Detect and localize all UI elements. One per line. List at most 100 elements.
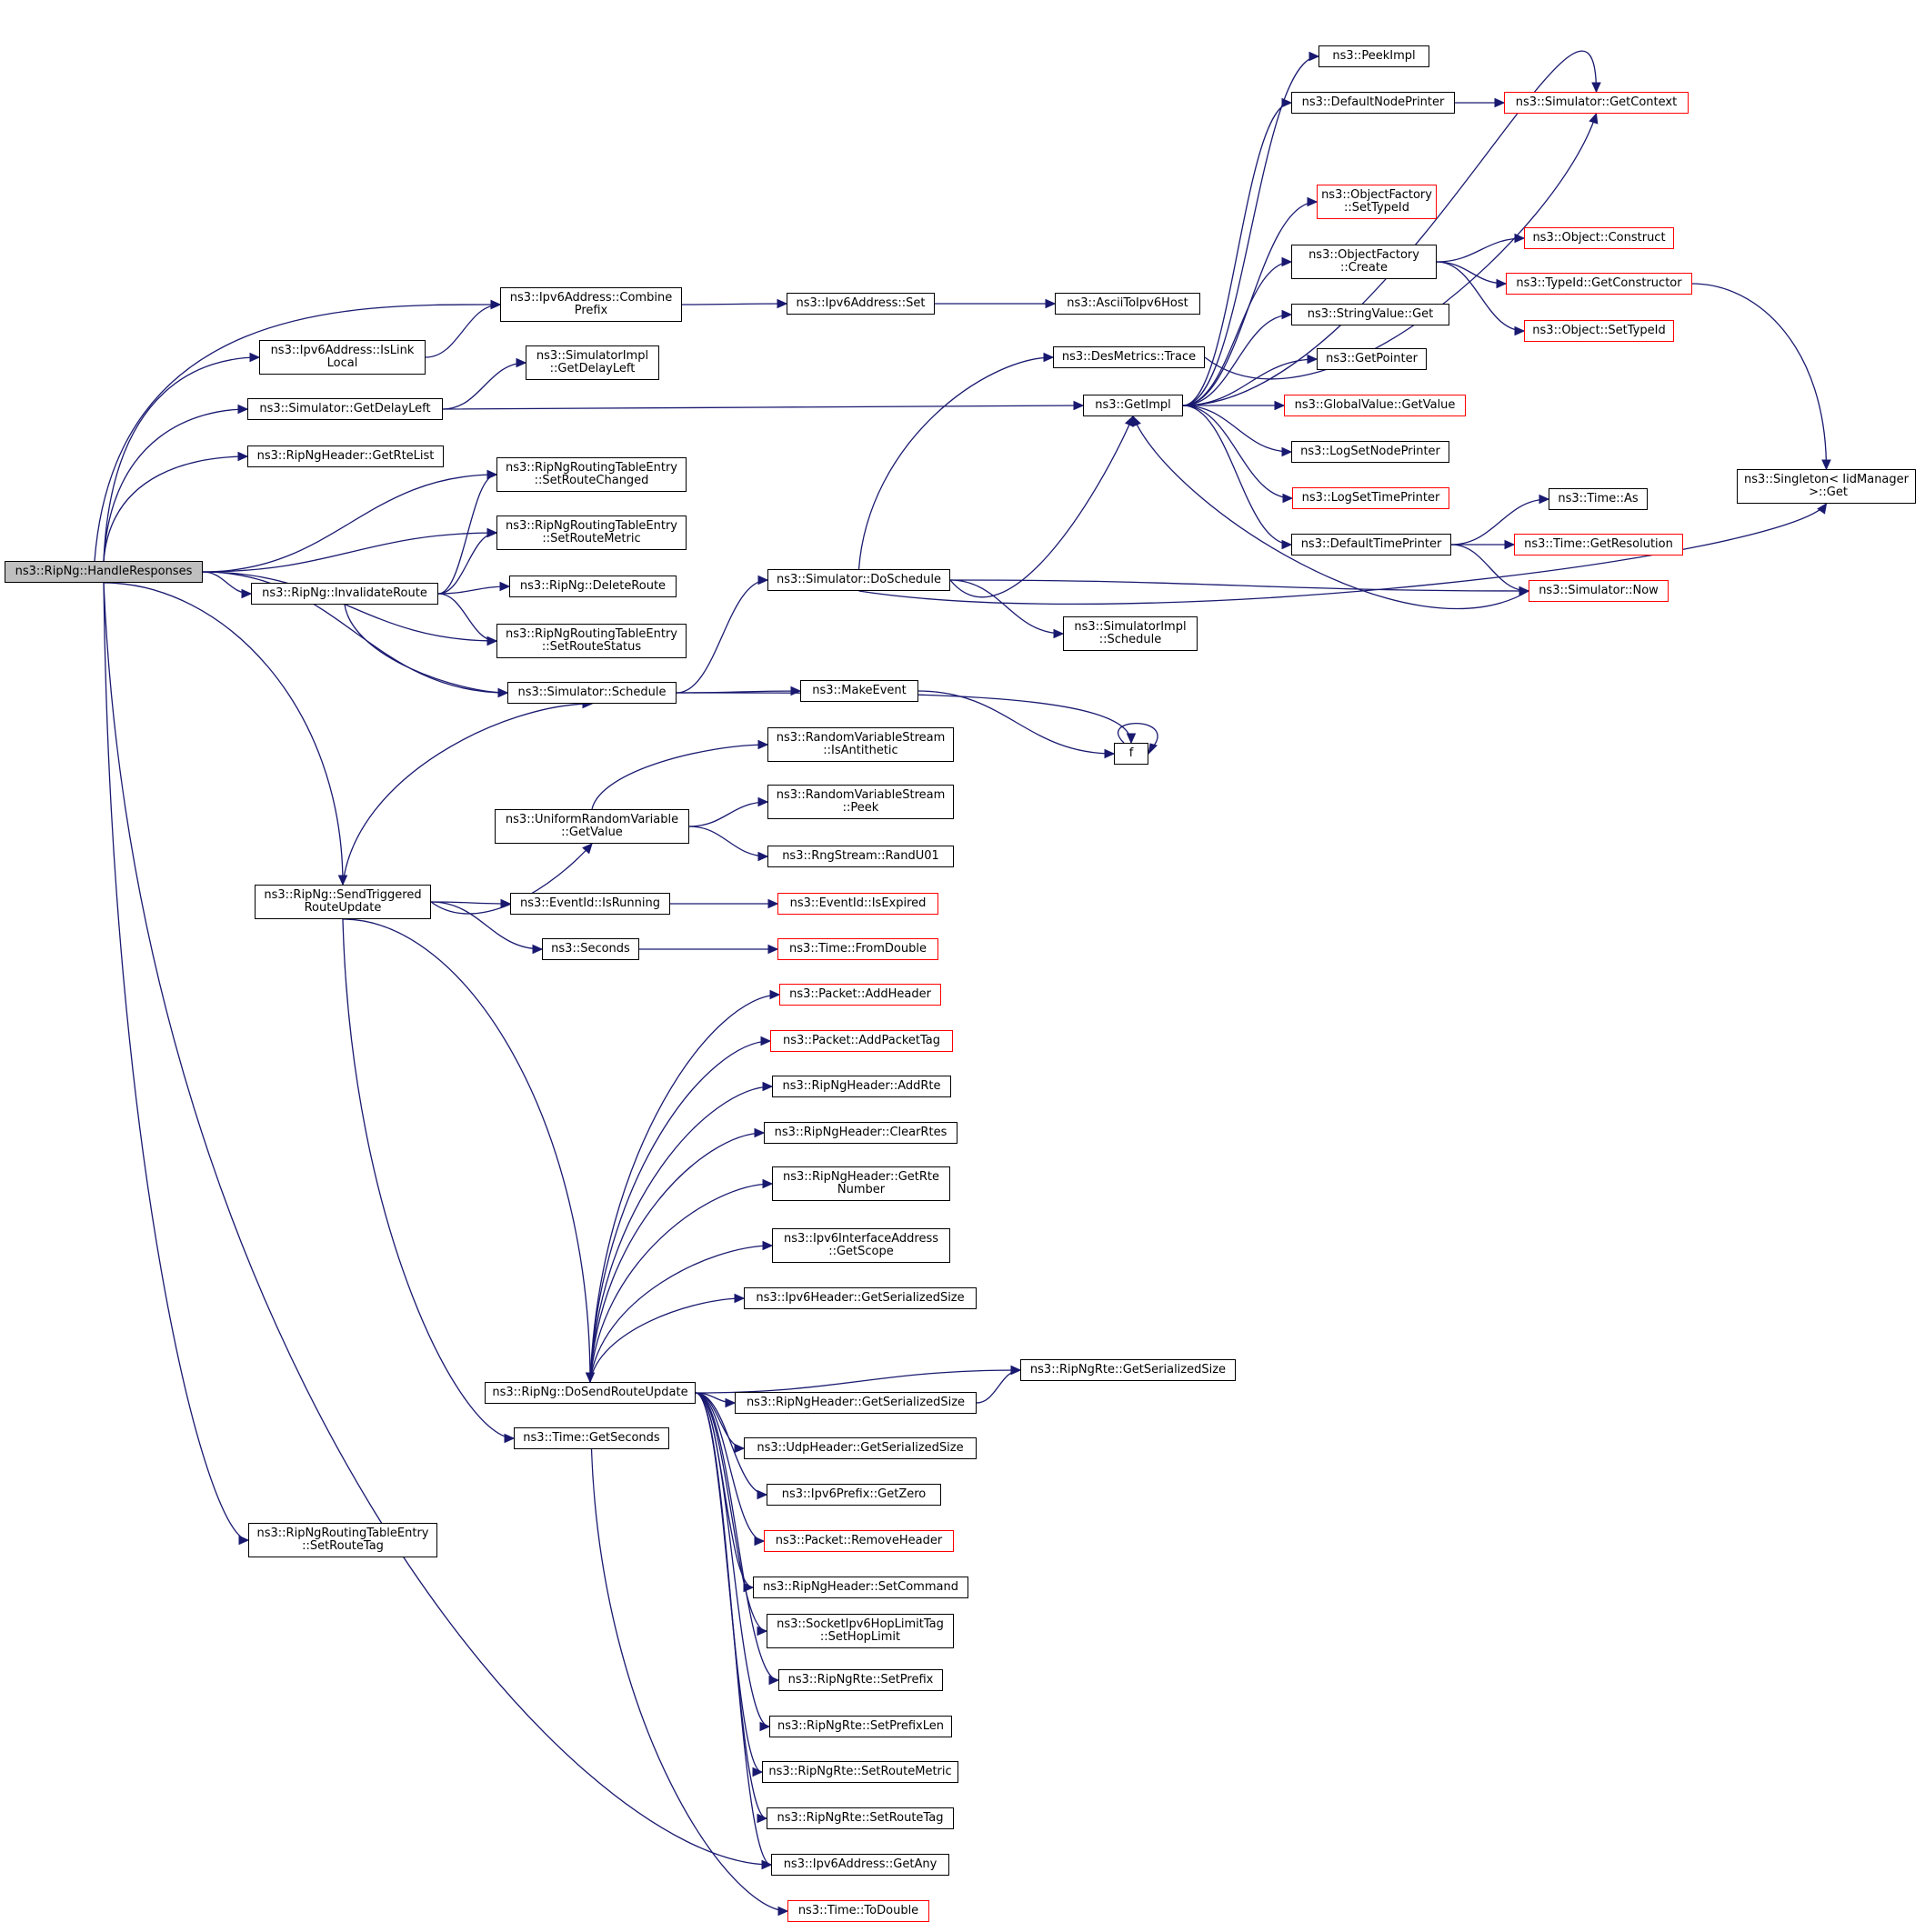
edge-DoSendRouteUpdate-GetRteNumber (589, 1183, 773, 1383)
node-string-value-get[interactable]: ns3::StringValue::Get (1291, 304, 1449, 325)
node-obj-factory-create[interactable]: ns3::ObjectFactory ::Create (1291, 245, 1437, 279)
arrowhead-DoSendRouteUpdate-AddRte (762, 1081, 774, 1092)
node-schedule[interactable]: ns3::Simulator::Schedule (507, 682, 677, 704)
node-default-node-printer[interactable]: ns3::DefaultNodePrinter (1291, 92, 1455, 114)
node-add-header[interactable]: ns3::Packet::AddHeader (779, 984, 941, 1006)
node-do-schedule[interactable]: ns3::Simulator::DoSchedule (767, 569, 950, 591)
node-singleton-get[interactable]: ns3::Singleton< IidManager >::Get (1737, 469, 1916, 504)
edge-HandleResponses-CombinePrefix (94, 304, 501, 562)
node-peek[interactable]: ns3::RandomVariableStream ::Peek (767, 785, 954, 819)
node-event-is-running[interactable]: ns3::EventId::IsRunning (510, 893, 670, 915)
node-set-route-changed[interactable]: ns3::RipNgRoutingTableEntry ::SetRouteCh… (496, 457, 687, 492)
node-sim-impl-schedule[interactable]: ns3::SimulatorImpl ::Schedule (1063, 616, 1198, 651)
arrowhead-DoSendRouteUpdate-AddPacketTag (760, 1036, 772, 1046)
edge-SendTriggered-TimeGetSeconds (342, 918, 515, 1439)
node-set-route-status[interactable]: ns3::RipNgRoutingTableEntry ::SetRouteSt… (496, 624, 687, 658)
node-get-scope[interactable]: ns3::Ipv6InterfaceAddress ::GetScope (772, 1228, 950, 1263)
edge-HandleResponses-GetDelayLeft (103, 408, 248, 562)
node-get-pointer[interactable]: ns3::GetPointer (1317, 348, 1427, 370)
node-simulator-now[interactable]: ns3::Simulator::Now (1529, 580, 1669, 602)
edge-SendTriggered-DoSendRouteUpdate (342, 918, 591, 1383)
node-default-time-printer[interactable]: ns3::DefaultTimePrinter (1291, 534, 1451, 556)
node-ascii-to-ipv6-host[interactable]: ns3::AsciiToIpv6Host (1055, 293, 1200, 315)
node-get-zero[interactable]: ns3::Ipv6Prefix::GetZero (767, 1484, 941, 1506)
node-time-as[interactable]: ns3::Time::As (1549, 488, 1648, 510)
node-log-set-time-printer[interactable]: ns3::LogSetTimePrinter (1292, 487, 1449, 509)
node-do-send-route-update[interactable]: ns3::RipNg::DoSendRouteUpdate (485, 1382, 696, 1404)
arrowhead-DoSendRouteUpdate-SetPrefixLen (759, 1721, 771, 1732)
node-rte-size[interactable]: ns3::RipNgRte::GetSerializedSize (1020, 1359, 1236, 1381)
node-from-double[interactable]: ns3::Time::FromDouble (777, 938, 938, 960)
node-add-rte[interactable]: ns3::RipNgHeader::AddRte (772, 1076, 951, 1097)
node-rte-set-route-metric[interactable]: ns3::RipNgRte::SetRouteMetric (762, 1761, 958, 1783)
node-set-prefix-len[interactable]: ns3::RipNgRte::SetPrefixLen (769, 1716, 952, 1737)
edge-HandleResponses-GetRteList (103, 455, 248, 562)
arrowhead-GetImpl-ObjFactorySetTypeId (1307, 196, 1318, 207)
node-combine-prefix[interactable]: ns3::Ipv6Address::Combine Prefix (500, 287, 682, 322)
arrowhead-DoSendRouteUpdate-RemoveHeader (754, 1536, 766, 1547)
node-set-prefix[interactable]: ns3::RipNgRte::SetPrefix (778, 1669, 943, 1691)
node-clear-rtes[interactable]: ns3::RipNgHeader::ClearRtes (764, 1122, 957, 1144)
arrowhead-DefaultNodePrinter-GetContext (1494, 97, 1506, 108)
node-set-route-tag[interactable]: ns3::RipNgRoutingTableEntry ::SetRouteTa… (248, 1523, 437, 1557)
arrowhead-DesMetricsTrace-GetContext (1589, 112, 1599, 125)
node-log-set-node-printer[interactable]: ns3::LogSetNodePrinter (1291, 441, 1449, 463)
node-object-set-type-id[interactable]: ns3::Object::SetTypeId (1524, 320, 1674, 342)
node-get-any[interactable]: ns3::Ipv6Address::GetAny (771, 1854, 949, 1876)
node-set-command[interactable]: ns3::RipNgHeader::SetCommand (753, 1577, 968, 1598)
node-get-rte-list[interactable]: ns3::RipNgHeader::GetRteList (247, 445, 444, 467)
node-set-route-metric[interactable]: ns3::RipNgRoutingTableEntry ::SetRouteMe… (496, 516, 687, 550)
node-des-metrics-trace[interactable]: ns3::DesMetrics::Trace (1053, 346, 1205, 368)
arrowhead-MakeEvent-f (1104, 748, 1116, 759)
node-get-rte-number[interactable]: ns3::RipNgHeader::GetRte Number (772, 1166, 950, 1201)
node-get-delay-left[interactable]: ns3::Simulator::GetDelayLeft (247, 398, 443, 420)
node-to-double[interactable]: ns3::Time::ToDouble (787, 1900, 929, 1922)
node-time-get-seconds[interactable]: ns3::Time::GetSeconds (514, 1427, 669, 1449)
node-uniform-get-value[interactable]: ns3::UniformRandomVariable ::GetValue (495, 809, 689, 844)
node-type-id-get-constructor[interactable]: ns3::TypeId::GetConstructor (1506, 273, 1692, 295)
node-ipv6-hdr-size[interactable]: ns3::Ipv6Header::GetSerializedSize (744, 1287, 977, 1309)
node-rand-u01[interactable]: ns3::RngStream::RandU01 (767, 846, 954, 867)
node-invalidate-route[interactable]: ns3::RipNg::InvalidateRoute (251, 583, 438, 605)
arrowhead-DoSchedule-SimImplSchedule (1053, 628, 1065, 639)
arrowhead-GetImpl-ObjFactoryCreate (1281, 256, 1293, 267)
arrowhead-IsLinkLocal-CombinePrefix (490, 299, 502, 310)
node-make-event[interactable]: ns3::MakeEvent (800, 680, 918, 702)
node-is-link-local[interactable]: ns3::Ipv6Address::IsLink Local (259, 340, 426, 375)
node-rte-set-route-tag[interactable]: ns3::RipNgRte::SetRouteTag (767, 1807, 954, 1829)
node-is-antithetic[interactable]: ns3::RandomVariableStream ::IsAntithetic (767, 727, 954, 762)
node-ipv6-set[interactable]: ns3::Ipv6Address::Set (787, 293, 935, 315)
node-seconds[interactable]: ns3::Seconds (542, 938, 639, 960)
edge-DoSendRouteUpdate-SetPrefix (695, 1392, 779, 1681)
edge-GetImpl-StringValueGet (1182, 314, 1292, 406)
node-sim-impl-get-delay-left[interactable]: ns3::SimulatorImpl ::GetDelayLeft (526, 345, 659, 380)
node-udp-hdr-size[interactable]: ns3::UdpHeader::GetSerializedSize (744, 1437, 977, 1459)
node-remove-header[interactable]: ns3::Packet::RemoveHeader (764, 1530, 954, 1552)
node-get-context[interactable]: ns3::Simulator::GetContext (1504, 92, 1689, 114)
arrowhead-ObjFactoryCreate-TypeIdGetConstructor (1496, 278, 1508, 289)
edge-GetImpl-GetContext (1182, 50, 1598, 406)
node-delete-route[interactable]: ns3::RipNg::DeleteRoute (509, 576, 677, 597)
arrowhead-GetImpl-DefaultTimePrinter (1281, 539, 1293, 550)
edge-SimulatorNow-GetImpl (1132, 415, 1529, 610)
node-get-impl[interactable]: ns3::GetImpl (1083, 395, 1183, 416)
node-set-hop-limit[interactable]: ns3::SocketIpv6HopLimitTag ::SetHopLimit (767, 1614, 954, 1648)
edge-HandleResponses-GetAny (103, 582, 772, 1866)
node-add-packet-tag[interactable]: ns3::Packet::AddPacketTag (770, 1030, 953, 1052)
node-object-construct[interactable]: ns3::Object::Construct (1524, 227, 1674, 249)
edge-DefaultTimePrinter-SimulatorNow (1450, 544, 1529, 592)
node-obj-factory-set-type-id[interactable]: ns3::ObjectFactory ::SetTypeId (1317, 185, 1437, 219)
node-time-get-resolution[interactable]: ns3::Time::GetResolution (1514, 534, 1683, 556)
arrowhead-InvalidateRoute-SetRouteChanged (486, 469, 498, 480)
edge-DoSendRouteUpdate-Ipv6HdrSize (589, 1297, 745, 1383)
edge-UniformGetValue-IsAntithetic (591, 744, 768, 810)
node-rip-hdr-size[interactable]: ns3::RipNgHeader::GetSerializedSize (735, 1392, 977, 1414)
node-event-is-expired[interactable]: ns3::EventId::IsExpired (777, 893, 938, 915)
node-f[interactable]: f (1114, 743, 1148, 765)
node-peek-impl[interactable]: ns3::PeekImpl (1318, 45, 1429, 67)
node-send-triggered[interactable]: ns3::RipNg::SendTriggered RouteUpdate (255, 885, 431, 919)
arrowhead-GetImpl-LogSetTimePrinter (1282, 493, 1294, 504)
edge-ObjFactoryCreate-ObjectConstruct (1436, 237, 1525, 263)
node-global-value-get-value[interactable]: ns3::GlobalValue::GetValue (1284, 395, 1466, 416)
arrowhead-DoSendRouteUpdate-UdpHdrSize (734, 1443, 746, 1454)
